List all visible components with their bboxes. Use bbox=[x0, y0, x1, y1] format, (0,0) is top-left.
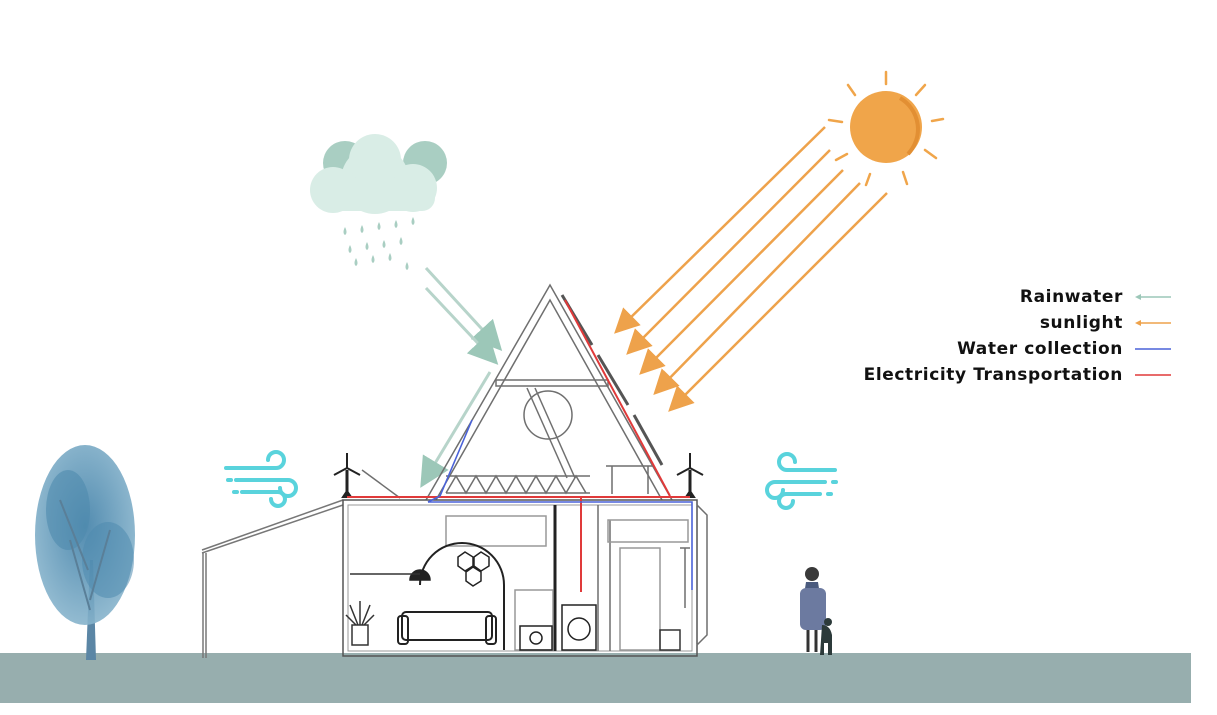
sun-icon bbox=[827, 70, 945, 187]
rain-cloud-icon bbox=[310, 134, 447, 270]
ground bbox=[0, 653, 1191, 703]
legend-swatch bbox=[1135, 320, 1171, 326]
legend-label: Rainwater bbox=[1019, 287, 1123, 307]
legend-swatch bbox=[1135, 294, 1171, 300]
legend-swatch bbox=[1135, 348, 1171, 350]
wind-turbine-icon bbox=[676, 453, 704, 498]
legend-item: Electricity Transportation bbox=[864, 362, 1171, 388]
legend-label: Electricity Transportation bbox=[863, 365, 1123, 385]
house-section bbox=[342, 283, 708, 657]
wind-icon bbox=[224, 450, 298, 508]
legend-item: Rainwater bbox=[1020, 284, 1171, 310]
legend-item: Water collection bbox=[957, 336, 1171, 362]
wind-icon bbox=[765, 452, 838, 510]
legend-item: sunlight bbox=[1040, 310, 1171, 336]
water-collection-lines bbox=[427, 419, 693, 590]
legend-label: Water collection bbox=[957, 339, 1123, 359]
rainwater-arrows bbox=[420, 266, 503, 488]
tree-icon bbox=[35, 445, 135, 660]
legend-label: sunlight bbox=[1039, 313, 1123, 333]
sunlight-rays bbox=[614, 126, 888, 412]
electricity-lines bbox=[347, 299, 690, 592]
wind-turbine-icon bbox=[333, 453, 361, 498]
legend-swatch bbox=[1135, 374, 1171, 376]
side-shelter bbox=[201, 499, 344, 658]
person-with-dog-icon bbox=[800, 567, 832, 655]
